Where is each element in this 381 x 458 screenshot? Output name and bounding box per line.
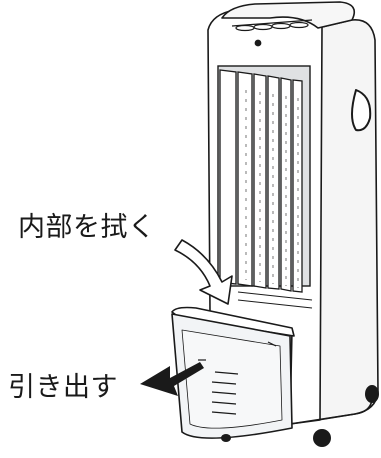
casters — [221, 385, 379, 447]
label-pull-out: 引き出す — [8, 372, 118, 403]
control-panel — [235, 21, 309, 47]
label-wipe-inside: 内部を拭く — [18, 212, 156, 243]
louver-grille — [217, 65, 313, 309]
curved-arrow-icon — [174, 239, 233, 305]
arrow-left-icon — [140, 362, 204, 396]
